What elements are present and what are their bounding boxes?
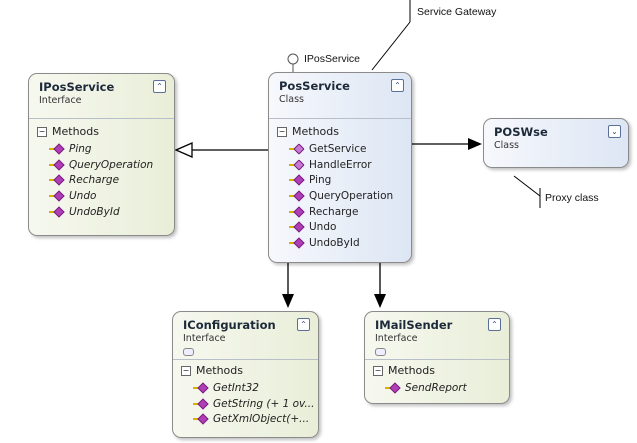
method-icon: [49, 191, 63, 201]
method-item[interactable]: SendReport: [385, 381, 467, 397]
divider: [269, 118, 411, 119]
minus-icon: −: [373, 366, 383, 376]
divider: [173, 359, 318, 360]
methods-label: Methods: [388, 364, 435, 377]
pos-service-box[interactable]: PosService Class ⌃ −Methods GetService H…: [268, 72, 412, 263]
method-icon: [49, 160, 63, 170]
method-icon: [289, 207, 303, 217]
method-icon: [193, 383, 207, 393]
lollipop-label: IPosService: [304, 53, 361, 65]
method-item[interactable]: UndoById: [289, 236, 393, 252]
iconfiguration-box[interactable]: IConfiguration Interface ⌃ −Methods GetI…: [172, 311, 319, 438]
method-item[interactable]: HandleError: [289, 158, 393, 174]
association-poswse-arrowhead: [468, 138, 482, 150]
iconf-title: IConfiguration: [183, 318, 276, 332]
expand-icon[interactable]: ⌄: [608, 125, 621, 138]
method-icon: [289, 175, 303, 185]
method-list: SendReport: [385, 381, 467, 397]
association-imail-arrowhead: [374, 294, 386, 308]
interface-icon: [375, 348, 386, 356]
methods-section-toggle[interactable]: −Methods: [181, 364, 243, 377]
methods-section-toggle[interactable]: −Methods: [373, 364, 435, 377]
method-icon: [49, 144, 63, 154]
methods-label: Methods: [52, 125, 99, 138]
methods-label: Methods: [292, 125, 339, 138]
method-item[interactable]: GetString (+ 1 ov...: [193, 397, 314, 413]
method-item[interactable]: Recharge: [49, 173, 153, 189]
method-item[interactable]: Ping: [49, 142, 153, 158]
private-method-icon: [289, 160, 303, 170]
collapse-icon[interactable]: ⌃: [391, 79, 404, 92]
divider: [365, 359, 509, 360]
methods-section-toggle[interactable]: −Methods: [37, 125, 99, 138]
proxy-note-connector: [513, 175, 541, 197]
iconf-stereotype: Interface: [183, 333, 226, 344]
method-item[interactable]: Recharge: [289, 205, 393, 221]
method-item[interactable]: QueryOperation: [49, 158, 153, 174]
pos-title: PosService: [279, 79, 350, 93]
method-item[interactable]: Ping: [289, 173, 393, 189]
gateway-note: Service Gateway: [417, 6, 497, 18]
poswse-stereotype: Class: [494, 140, 519, 151]
method-item[interactable]: GetInt32: [193, 381, 314, 397]
method-item[interactable]: UndoById: [49, 205, 153, 221]
realization-arrowhead: [174, 142, 193, 158]
imailsender-box[interactable]: IMailSender Interface ⌃ −Methods SendRep…: [364, 311, 510, 404]
method-icon: [289, 222, 303, 232]
minus-icon: −: [181, 366, 191, 376]
lollipop-circle: [287, 53, 299, 65]
private-method-icon: [289, 144, 303, 154]
minus-icon: −: [37, 127, 47, 137]
collapse-icon[interactable]: ⌃: [153, 80, 166, 93]
collapse-icon[interactable]: ⌃: [488, 318, 501, 331]
methods-section-toggle[interactable]: −Methods: [277, 125, 339, 138]
imail-stereotype: Interface: [375, 333, 418, 344]
ipos-service-box[interactable]: IPosService Interface ⌃ −Methods Ping Qu…: [28, 73, 175, 236]
method-item[interactable]: GetService: [289, 142, 393, 158]
method-icon: [193, 399, 207, 409]
association-iconf-arrowhead: [282, 294, 294, 308]
interface-icon: [183, 348, 194, 356]
method-icon: [385, 383, 399, 393]
minus-icon: −: [277, 127, 287, 137]
pos-stereotype: Class: [279, 94, 304, 105]
proxy-note: Proxy class: [545, 192, 599, 204]
method-list: GetService HandleError Ping QueryOperati…: [289, 142, 393, 252]
method-icon: [289, 191, 303, 201]
method-item[interactable]: Undo: [289, 220, 393, 236]
method-item[interactable]: GetXmlObject(+...: [193, 412, 314, 428]
poswse-title: POSWse: [494, 125, 548, 139]
ipos-stereotype: Interface: [39, 95, 82, 106]
methods-label: Methods: [196, 364, 243, 377]
method-icon: [49, 207, 63, 217]
collapse-icon[interactable]: ⌃: [297, 318, 310, 331]
gateway-note-connector: [371, 21, 411, 71]
divider: [29, 118, 174, 119]
poswse-box[interactable]: POSWse Class ⌄: [483, 118, 629, 168]
method-icon: [289, 238, 303, 248]
method-item[interactable]: Undo: [49, 189, 153, 205]
method-list: Ping QueryOperation Recharge Undo UndoBy…: [49, 142, 153, 220]
method-icon: [193, 414, 207, 424]
ipos-title: IPosService: [39, 80, 115, 94]
method-item[interactable]: QueryOperation: [289, 189, 393, 205]
imail-title: IMailSender: [375, 318, 453, 332]
method-icon: [49, 175, 63, 185]
method-list: GetInt32 GetString (+ 1 ov... GetXmlObje…: [193, 381, 314, 428]
